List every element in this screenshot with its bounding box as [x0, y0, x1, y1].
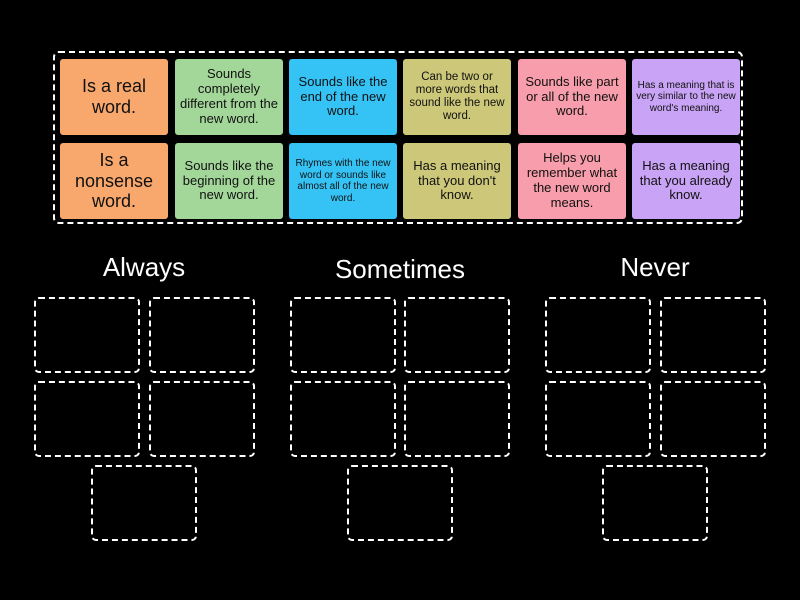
drop-slot-sometimes-4[interactable] — [404, 381, 510, 457]
card-helps-you-remember[interactable]: Helps you remember what the new word mea… — [518, 143, 626, 219]
drop-slot-always-3[interactable] — [34, 381, 140, 457]
card-text: Helps you remember what the new word mea… — [526, 150, 618, 210]
card-meaning-you-know[interactable]: Has a meaning that you already know. — [632, 143, 740, 219]
card-text: Has a meaning that you don't know. — [413, 157, 501, 203]
drop-slot-always-2[interactable] — [149, 297, 255, 373]
card-sounds-like-beginning[interactable]: Sounds like the beginning of the new wor… — [175, 143, 283, 219]
card-is-a-real-word[interactable]: Is a real word. — [60, 59, 168, 135]
card-two-or-more-words[interactable]: Can be two or more words that sound like… — [403, 59, 511, 135]
drop-slot-always-1[interactable] — [34, 297, 140, 373]
card-text: Sounds like part or all of the new word. — [525, 73, 619, 119]
card-text: Sounds like the end of the new word. — [298, 73, 388, 119]
card-text: Is a nonsense word. — [74, 149, 154, 212]
group-heading-never: Never — [620, 252, 690, 282]
drop-slot-sometimes-1[interactable] — [290, 297, 396, 373]
card-text: Sounds completely different from the new… — [179, 66, 279, 126]
card-similar-meaning[interactable]: Has a meaning that is very similar to th… — [632, 59, 740, 135]
card-tray — [53, 51, 743, 224]
group-heading-sometimes: Sometimes — [334, 254, 466, 284]
card-text: Rhymes with the new word or sounds like … — [295, 158, 391, 204]
drop-slot-sometimes-5[interactable] — [347, 465, 453, 541]
card-sounds-like-end[interactable]: Sounds like the end of the new word. — [289, 59, 397, 135]
drop-slot-never-4[interactable] — [660, 381, 766, 457]
drop-slot-never-3[interactable] — [545, 381, 651, 457]
card-text: Has a meaning that you already know. — [639, 157, 733, 203]
card-is-a-nonsense-word[interactable]: Is a nonsense word. — [60, 143, 168, 219]
card-meaning-you-dont-know[interactable]: Has a meaning that you don't know. — [403, 143, 511, 219]
card-text: Can be two or more words that sound like… — [409, 70, 505, 123]
card-text: Has a meaning that is very similar to th… — [636, 79, 736, 114]
drop-slot-always-4[interactable] — [149, 381, 255, 457]
drop-slot-sometimes-2[interactable] — [404, 297, 510, 373]
drop-slot-never-5[interactable] — [602, 465, 708, 541]
drop-slot-never-1[interactable] — [545, 297, 651, 373]
drop-slot-sometimes-3[interactable] — [290, 381, 396, 457]
group-heading-always: Always — [102, 252, 186, 282]
card-sounds-completely-different[interactable]: Sounds completely different from the new… — [175, 59, 283, 135]
card-text: Sounds like the beginning of the new wor… — [182, 157, 276, 203]
drop-slot-always-5[interactable] — [91, 465, 197, 541]
card-text: Is a real word. — [81, 76, 147, 117]
card-rhymes-with[interactable]: Rhymes with the new word or sounds like … — [289, 143, 397, 219]
drop-slot-never-2[interactable] — [660, 297, 766, 373]
card-sounds-like-part[interactable]: Sounds like part or all of the new word. — [518, 59, 626, 135]
